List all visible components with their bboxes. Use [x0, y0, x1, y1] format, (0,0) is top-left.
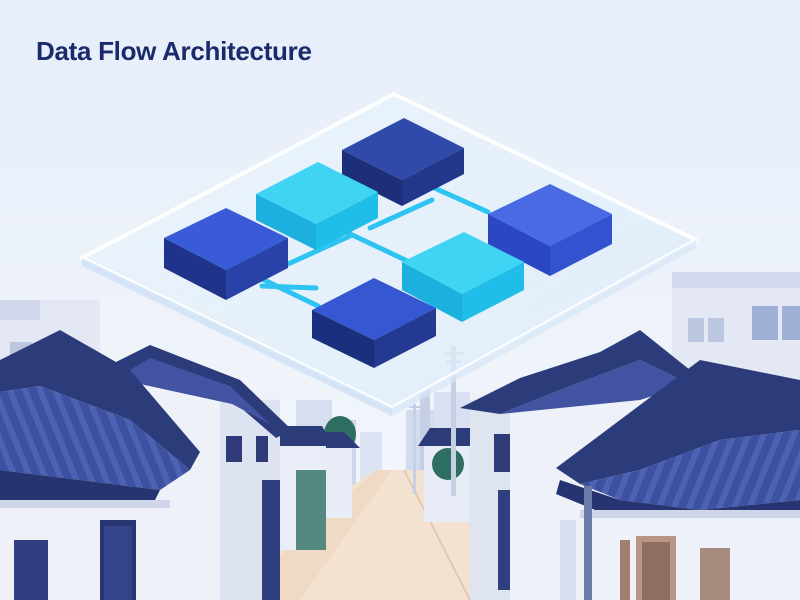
right-buildings	[418, 272, 800, 600]
data-block-cyan-right	[402, 232, 524, 322]
data-block-cyan-left	[256, 162, 378, 250]
connector-line	[257, 275, 321, 309]
connector-line	[367, 197, 435, 231]
data-block-blue-right	[488, 184, 612, 276]
left-buildings	[0, 300, 360, 600]
data-block-navy-left	[164, 208, 288, 300]
connector-line	[427, 183, 491, 215]
connector-line	[285, 233, 353, 267]
connector-line	[259, 283, 319, 291]
data-flow-diagram	[80, 92, 698, 416]
page-title: Data Flow Architecture	[36, 36, 312, 66]
data-block-navy-top	[342, 118, 464, 206]
data-block-navy-bottom	[312, 278, 436, 368]
